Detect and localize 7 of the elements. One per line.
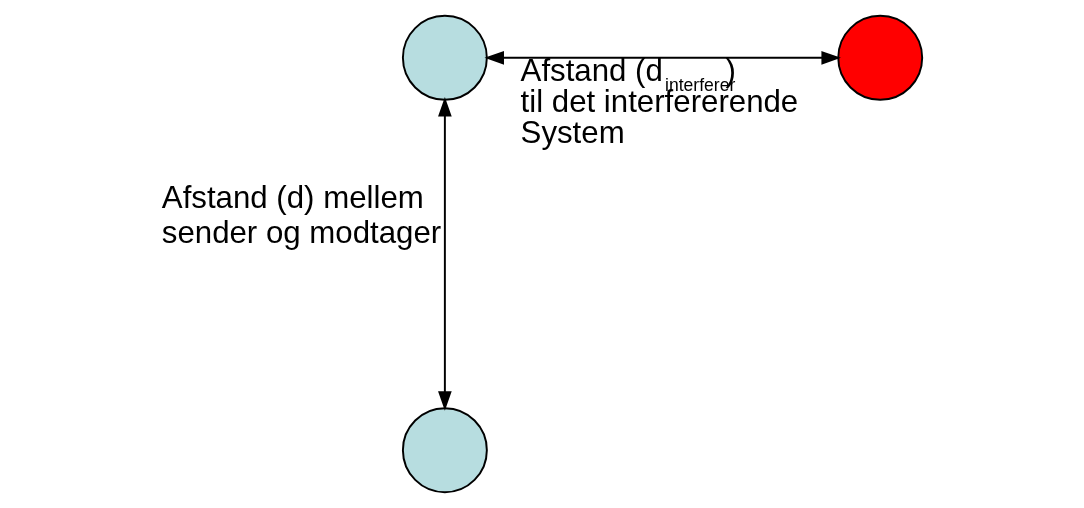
edge-label: Afstand (d$_{interferer}$) til det interfererende System <box>520 52 799 151</box>
arrow <box>438 96 452 411</box>
arrow <box>484 50 841 65</box>
node-circle <box>401 407 488 494</box>
edge-label: Afstand (d) mellem sender og modtager <box>161 179 442 251</box>
node-circle <box>837 14 924 101</box>
node-circle <box>401 14 488 101</box>
